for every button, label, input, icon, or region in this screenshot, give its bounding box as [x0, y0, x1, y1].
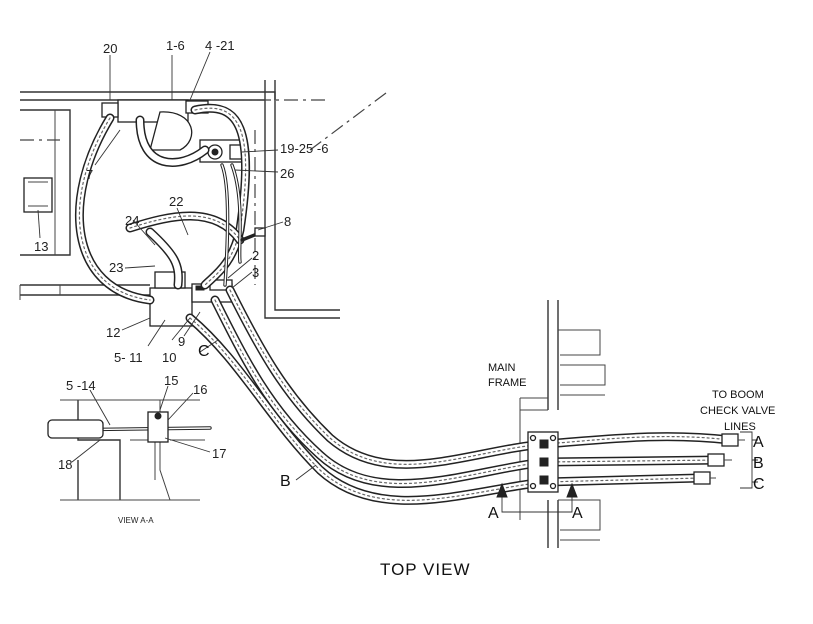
view-a-a-label: VIEW A-A [118, 516, 154, 525]
to-boom-label-1: TO BOOM [712, 389, 764, 401]
callout-10: 10 [162, 350, 176, 365]
callout-18: 18 [58, 457, 72, 472]
callout-1-6: 1-6 [166, 38, 185, 53]
callout-24: 24 [125, 213, 139, 228]
manifold-block-12 [149, 271, 233, 327]
callout-20: 20 [103, 41, 117, 56]
section-arrows [496, 482, 578, 513]
boom-line-brackets [740, 431, 758, 489]
view-a-a-detail [47, 399, 212, 501]
section-letter-a-right: A [572, 505, 583, 522]
callout-3: 3 [252, 265, 259, 280]
callout-26: 26 [280, 166, 294, 181]
callout-23: 23 [109, 260, 123, 275]
line-letters: C B A B C A A [198, 343, 765, 522]
callout-5-11: 5- 11 [114, 350, 143, 365]
machine-frame-outline [19, 80, 391, 319]
right-letter-a: A [753, 434, 764, 451]
callout-7: 7 [86, 167, 93, 182]
callout-13: 13 [34, 239, 48, 254]
callout-22: 22 [169, 194, 183, 209]
boom-lines [185, 285, 745, 505]
callout-numbers: 20 1-6 4 -21 7 19-25 -6 26 22 24 8 13 23… [34, 38, 328, 472]
right-letter-c: C [753, 476, 765, 493]
part-13-block [23, 177, 53, 213]
upper-hoses [74, 103, 266, 305]
main-frame-structure [519, 300, 606, 548]
right-letter-b: B [753, 455, 764, 472]
callout-8: 8 [284, 214, 291, 229]
callout-15: 15 [164, 373, 178, 388]
callout-16: 16 [193, 382, 207, 397]
hose-letter-b: B [280, 473, 291, 490]
main-frame-label-2: FRAME [488, 377, 527, 389]
hose-letter-c: C [198, 343, 210, 360]
callout-9: 9 [178, 334, 185, 349]
to-boom-label-3: LINES [724, 421, 756, 433]
callout-12: 12 [106, 325, 120, 340]
callout-19-25-6: 19-25 -6 [280, 141, 328, 156]
callout-5-14: 5 -14 [66, 378, 96, 393]
section-letter-a-left: A [488, 505, 499, 522]
callout-leaders [37, 51, 317, 481]
callout-17: 17 [212, 446, 226, 461]
main-frame-label-1: MAIN [488, 362, 516, 374]
text-labels: MAIN FRAME TO BOOM CHECK VALVE LINES VIE… [118, 362, 775, 579]
to-boom-label-2: CHECK VALVE [700, 405, 775, 417]
callout-4-21: 4 -21 [205, 38, 235, 53]
callout-2: 2 [252, 248, 259, 263]
diagram-title: TOP VIEW [380, 560, 471, 579]
